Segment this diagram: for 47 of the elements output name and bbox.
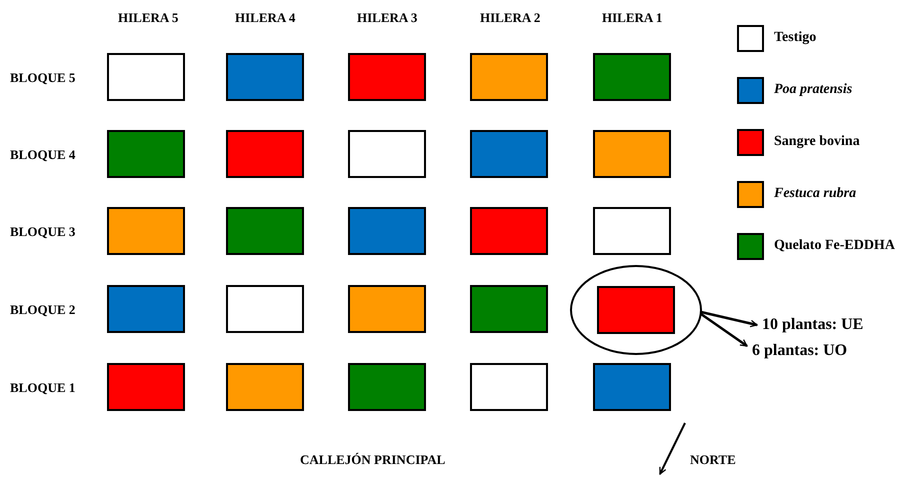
column-header: HILERA 4 — [235, 10, 296, 26]
highlight-ellipse — [570, 265, 702, 355]
field-plot — [226, 207, 304, 255]
field-plot — [226, 53, 304, 101]
field-plot — [470, 130, 548, 178]
row-header: BLOQUE 2 — [10, 302, 76, 318]
row-header: BLOQUE 4 — [10, 147, 76, 163]
field-plot — [470, 207, 548, 255]
arrow — [700, 312, 748, 348]
legend-label: Poa pratensis — [774, 82, 852, 98]
field-plot — [226, 363, 304, 411]
map-label: NORTE — [690, 452, 736, 468]
field-plot — [470, 53, 548, 101]
column-header: HILERA 1 — [602, 10, 662, 26]
row-header: BLOQUE 3 — [10, 224, 76, 240]
legend-label: Quelato Fe-EDDHA — [774, 238, 895, 254]
callout-text: 6 plantas: UO — [752, 342, 848, 360]
callout-text: 10 plantas: UE — [762, 316, 864, 334]
row-header: BLOQUE 1 — [10, 380, 76, 396]
field-plot — [593, 363, 671, 411]
column-header: HILERA 3 — [357, 10, 418, 26]
field-plot — [348, 207, 426, 255]
column-header: HILERA 2 — [480, 10, 540, 26]
field-plot — [470, 285, 548, 333]
field-plot — [470, 363, 548, 411]
field-plot — [593, 130, 671, 178]
legend-label: Festuca rubra — [774, 186, 856, 202]
field-plot — [107, 207, 185, 255]
field-plot — [593, 53, 671, 101]
field-plot — [348, 130, 426, 178]
field-plot — [226, 285, 304, 333]
legend-label: Testigo — [774, 30, 816, 46]
field-plot — [226, 130, 304, 178]
field-plot — [348, 363, 426, 411]
legend-label: Sangre bovina — [774, 134, 860, 150]
map-label: CALLEJÓN PRINCIPAL — [300, 452, 446, 468]
field-plot — [107, 363, 185, 411]
field-plot — [348, 285, 426, 333]
field-plot — [348, 53, 426, 101]
field-plot — [107, 285, 185, 333]
field-plot — [107, 53, 185, 101]
field-plot — [593, 207, 671, 255]
column-header: HILERA 5 — [118, 10, 178, 26]
row-header: BLOQUE 5 — [10, 70, 76, 86]
field-plot — [597, 286, 675, 334]
field-plot — [107, 130, 185, 178]
arrow — [700, 310, 758, 328]
